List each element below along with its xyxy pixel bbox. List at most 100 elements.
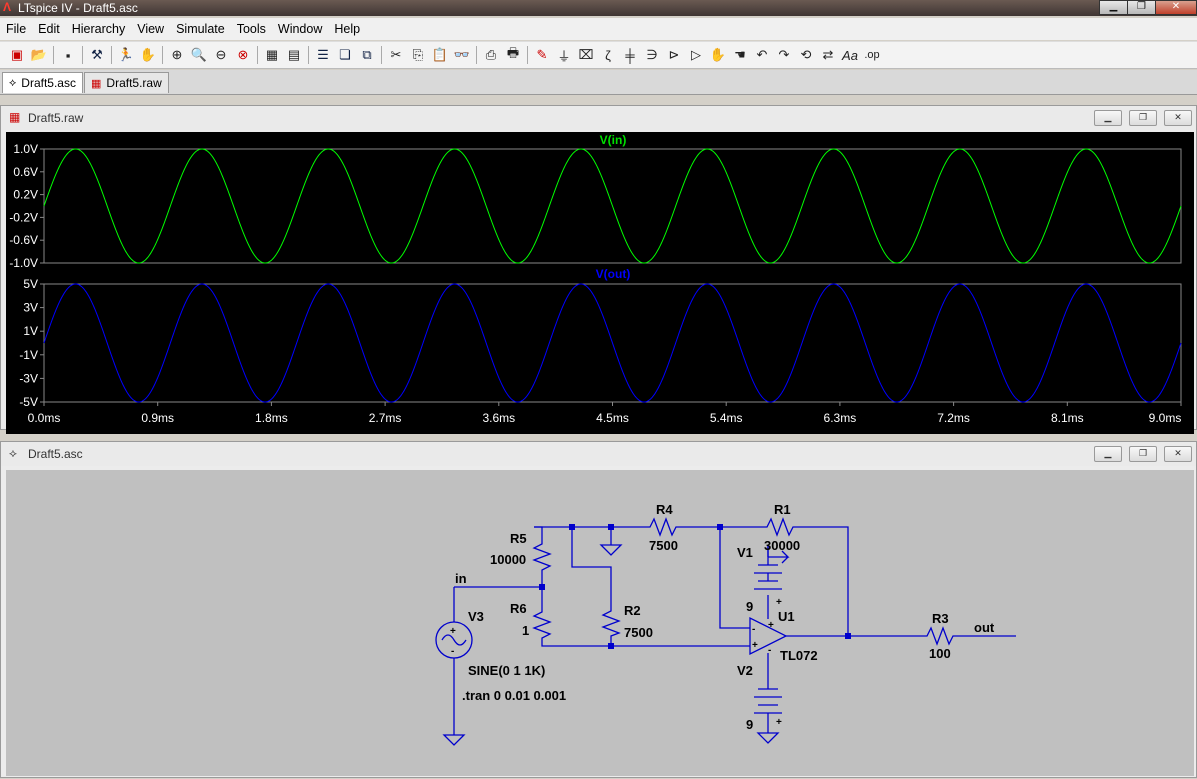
supply-arrow[interactable] [767, 545, 790, 564]
inductor-icon[interactable]: ∋ [646, 47, 658, 62]
schematic-canvas[interactable]: R5 10000 R6 1 R4 7500 R1 30000 R2 7500 R… [6, 470, 1194, 776]
cut-icon[interactable]: ✂ [390, 47, 402, 62]
opamp-supply-plus: + [768, 620, 774, 631]
resistor-r1[interactable] [763, 517, 806, 537]
schematic-window-titlebar: ⟡ Draft5.asc ▁ ❐ ✕ [1, 442, 1196, 466]
wire[interactable] [541, 640, 750, 647]
autorange-icon[interactable]: ▦ [265, 47, 279, 62]
resistor-r2[interactable] [601, 607, 621, 638]
pane-vin-title[interactable]: V(in) [600, 133, 627, 147]
mirror-icon[interactable]: ⇄ [822, 47, 834, 62]
move-icon[interactable]: ✋ [709, 47, 727, 62]
menu-tools[interactable]: Tools [236, 22, 266, 36]
pan-icon[interactable]: 🔍 [190, 47, 208, 62]
wire[interactable] [534, 526, 543, 540]
zoom-out-icon[interactable]: ⊖ [215, 47, 227, 62]
menu-file[interactable]: File [6, 22, 27, 36]
mark-icon[interactable]: ▤ [287, 47, 301, 62]
tile-horizontal-icon[interactable]: ☰ [317, 47, 329, 62]
diode-icon[interactable]: ⊳ [668, 47, 680, 62]
undo-icon[interactable]: ↶ [756, 47, 768, 62]
wire[interactable] [806, 526, 923, 637]
minimize-button[interactable]: ▁ [1094, 446, 1122, 462]
close-button[interactable]: ✕ [1164, 110, 1192, 126]
find-icon[interactable]: 👓 [453, 47, 471, 62]
wire[interactable] [571, 527, 612, 607]
print-setup-icon[interactable]: ⎙ [485, 47, 497, 62]
wire-icon[interactable]: ✎ [536, 47, 548, 62]
save-icon[interactable]: ▪ [65, 47, 71, 63]
menu-view[interactable]: View [137, 22, 165, 36]
ground-symbol[interactable] [756, 732, 780, 744]
zoom-in-icon[interactable]: ⊕ [171, 47, 183, 62]
spice-directive[interactable]: .tran 0 0.01 0.001 [462, 688, 566, 703]
wire[interactable] [719, 527, 750, 629]
resistor-r3[interactable] [923, 626, 961, 646]
toolbar-separator [527, 46, 528, 64]
waveform-svg: V(in) 1.0V0.6V0.2V-0.2V-0.6V-1.0V V(out)… [9, 133, 1182, 425]
tab-draft5-raw[interactable]: ▦ Draft5.raw [84, 72, 169, 93]
minimize-button[interactable]: ▁ [1099, 0, 1128, 15]
resistor-r6[interactable] [532, 608, 552, 640]
redo-icon[interactable]: ↷ [778, 47, 790, 62]
v2-name: V2 [737, 663, 753, 678]
spice-directive-icon[interactable]: .op [864, 49, 880, 61]
rotate-icon[interactable]: ⟲ [800, 47, 812, 62]
toolbar-separator [111, 46, 112, 64]
close-button[interactable]: ✕ [1164, 446, 1192, 462]
toolbar: ▣ 📂 ▪ ⚒ 🏃 ✋ ⊕ 🔍 ⊖ ⊗ ▦ ▤ ☰ ❏ ⧉ ✂ ⎘ 📋 👓 ⎙ … [0, 41, 1197, 69]
label-icon[interactable]: ⌧ [578, 47, 594, 62]
net-label-in[interactable]: in [455, 571, 467, 586]
schematic-icon: ⟡ [9, 76, 17, 89]
waveform-window-title: Draft5.raw [28, 111, 84, 125]
capacitor-icon[interactable]: ╪ [625, 47, 635, 63]
resistor-r4[interactable] [646, 517, 681, 537]
ground-icon[interactable]: ⏚ [557, 48, 571, 64]
menu-edit[interactable]: Edit [38, 22, 60, 36]
restore-button[interactable]: ❐ [1129, 446, 1157, 462]
ground-symbol[interactable] [442, 734, 466, 746]
resistor-icon[interactable]: ζ [605, 47, 611, 63]
resistor-r5[interactable] [532, 540, 552, 575]
menu-window[interactable]: Window [277, 22, 323, 36]
control-panel-icon[interactable]: ⚒ [91, 47, 103, 62]
menu-simulate[interactable]: Simulate [176, 22, 225, 36]
tab-draft5-asc[interactable]: ⟡ Draft5.asc [2, 72, 83, 93]
voltage-source-v3[interactable] [435, 621, 473, 659]
x-tick-label: 5.4ms [710, 411, 743, 425]
pane-vout-title[interactable]: V(out) [596, 267, 631, 281]
ground-symbol[interactable] [599, 544, 623, 556]
halt-icon[interactable]: ✋ [139, 47, 157, 62]
close-all-icon[interactable]: ⧉ [362, 47, 372, 62]
run-icon[interactable]: 🏃 [117, 47, 135, 62]
schematic-icon: ⟡ [9, 446, 17, 460]
zoom-cancel-icon[interactable]: ⊗ [237, 47, 249, 62]
new-schematic-icon[interactable]: ▣ [10, 47, 24, 62]
component-icon[interactable]: ▷ [691, 47, 701, 62]
close-button[interactable]: ✕ [1155, 0, 1197, 15]
r5-value: 10000 [490, 552, 526, 567]
opamp-u1[interactable] [749, 616, 788, 656]
open-icon[interactable]: 📂 [30, 47, 48, 62]
y-tick-label: 0.6V [13, 165, 38, 179]
net-label-out[interactable]: out [974, 620, 995, 635]
u1-value: TL072 [780, 648, 818, 663]
r2-name: R2 [624, 603, 641, 618]
text-icon[interactable]: Aa [842, 47, 858, 63]
y-tick-label: -1V [19, 348, 38, 362]
battery-v2[interactable] [754, 688, 782, 714]
minimize-button[interactable]: ▁ [1094, 110, 1122, 126]
menu-help[interactable]: Help [334, 22, 361, 36]
print-icon[interactable]: 🖶 [506, 45, 520, 60]
paste-icon[interactable]: 📋 [431, 47, 449, 62]
y-tick-label: 3V [23, 301, 38, 315]
copy-icon[interactable]: ⎘ [412, 47, 424, 62]
menu-hierarchy[interactable]: Hierarchy [71, 22, 126, 36]
r6-value: 1 [522, 623, 529, 638]
restore-button[interactable]: ❐ [1129, 110, 1157, 126]
maximize-button[interactable]: ❐ [1127, 0, 1156, 15]
r3-name: R3 [932, 611, 949, 626]
drag-icon[interactable]: ☚ [734, 47, 746, 62]
cascade-icon[interactable]: ❏ [339, 47, 351, 62]
